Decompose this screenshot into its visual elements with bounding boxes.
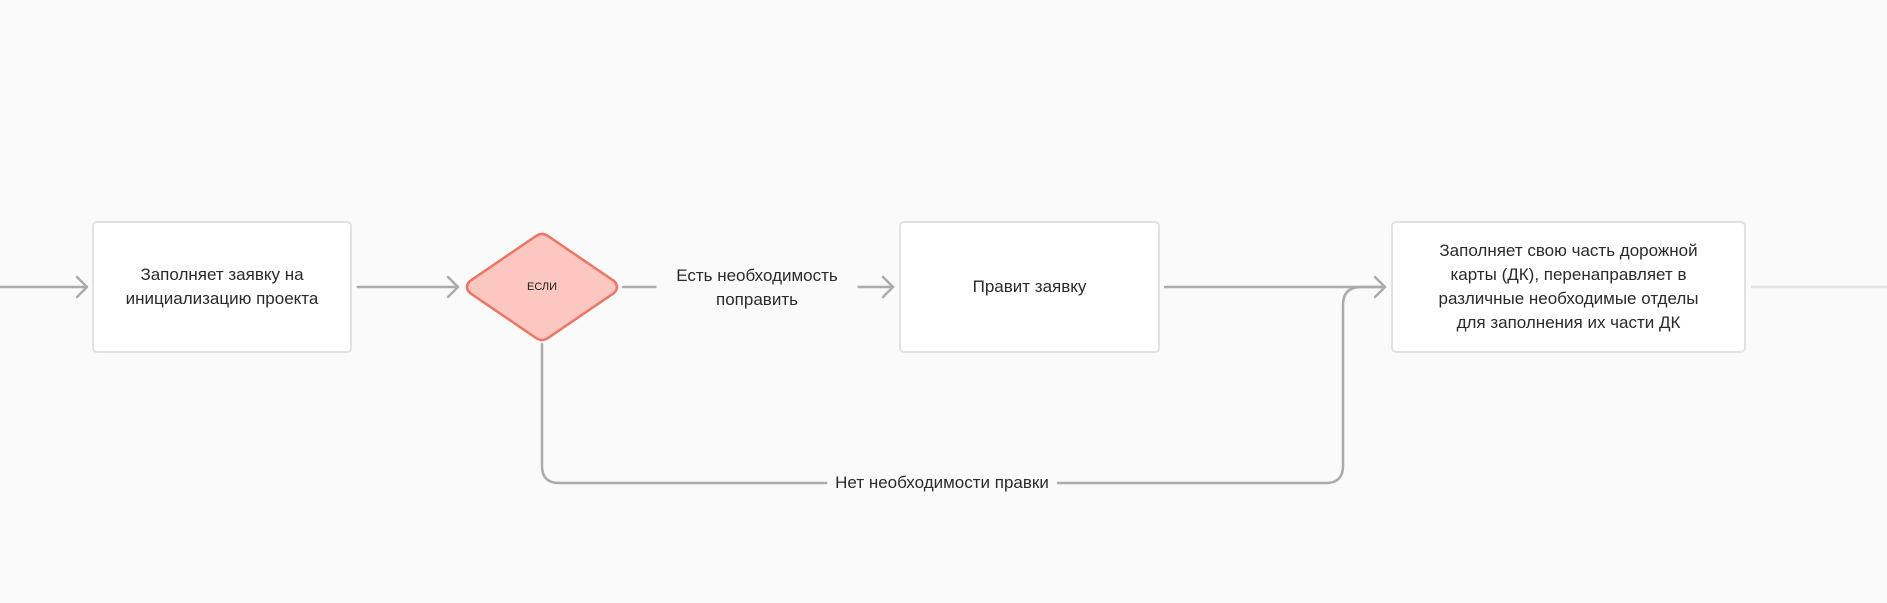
node-fill-roadmap-text: Заполняет свою часть дорожной карты (ДК)… xyxy=(1438,241,1699,332)
arrowhead-icon xyxy=(446,275,460,299)
edge-label-yes: Есть необходимость поправить xyxy=(656,264,858,312)
node-fill-request-text: Заполняет заявку на инициализацию проект… xyxy=(125,265,319,308)
arrowhead-icon xyxy=(1373,275,1387,299)
arrowhead-icon xyxy=(881,275,895,299)
node-fill-request[interactable]: Заполняет заявку на инициализацию проект… xyxy=(92,221,352,353)
arrowhead-icon xyxy=(75,275,89,299)
edge-label-no: Нет необходимости правки xyxy=(827,471,1057,495)
connector-decision-no xyxy=(540,285,1386,485)
node-edit-request-text: Правит заявку xyxy=(972,277,1087,296)
node-edit-request[interactable]: Правит заявку xyxy=(899,221,1160,353)
node-fill-roadmap[interactable]: Заполняет свою часть дорожной карты (ДК)… xyxy=(1391,221,1746,353)
decision-diamond[interactable] xyxy=(465,232,619,342)
decision-label: ЕСЛИ xyxy=(526,281,558,293)
